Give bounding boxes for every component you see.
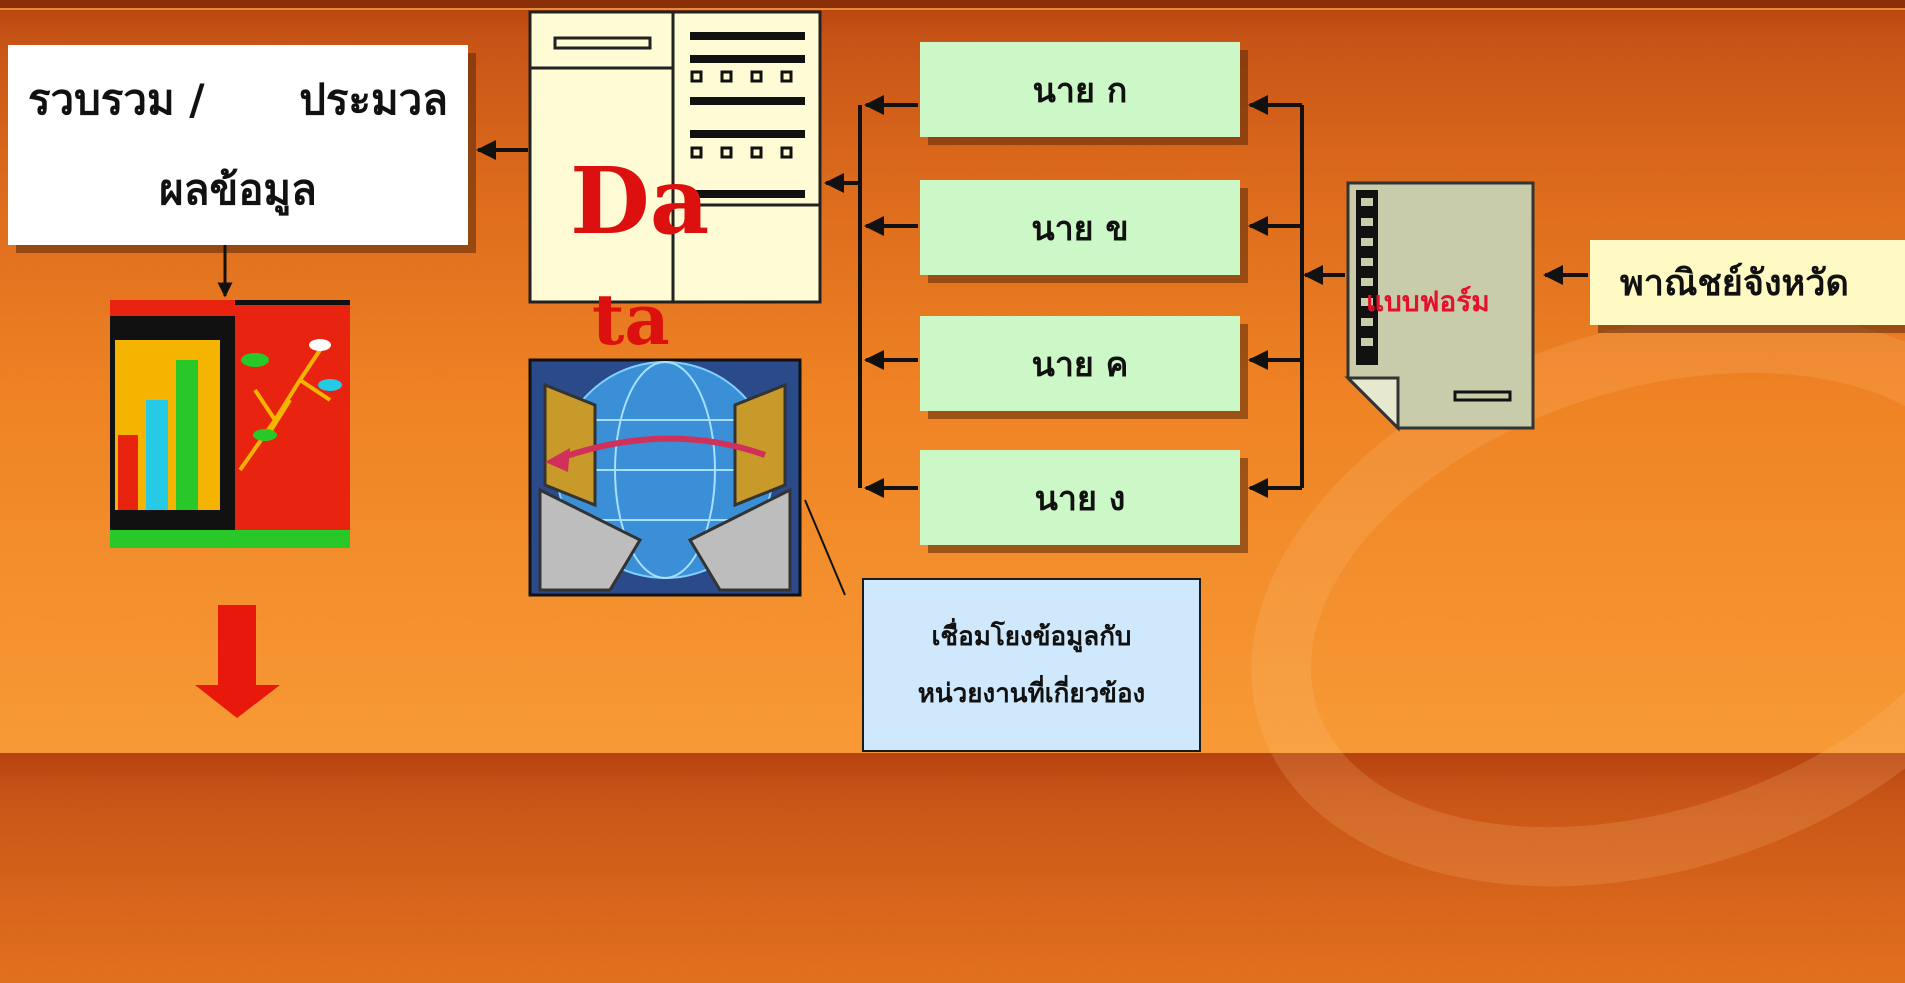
data-label-part1: Da <box>570 147 710 255</box>
data-link-line2: หน่วยงานที่เกี่ยวข้อง <box>917 679 1146 709</box>
form-document-icon <box>1344 181 1535 432</box>
person-box-2: นาย ข <box>920 180 1240 275</box>
process-label: ประมวล <box>299 75 448 124</box>
server-icon <box>528 10 822 304</box>
data-label-part2: ta <box>592 278 670 361</box>
collect-process-box: รวบรวม / ประมวล ผลข้อมูล <box>8 45 468 245</box>
down-arrow-icon <box>195 605 280 718</box>
diagram-graphics <box>110 10 1588 718</box>
provincial-commerce-box: พาณิชย์จังหวัด <box>1590 240 1905 325</box>
person-box-1: นาย ก <box>920 42 1240 137</box>
chart-icon <box>110 300 350 548</box>
network-computers-icon <box>528 358 802 597</box>
person-box-3: นาย ค <box>920 316 1240 411</box>
data-link-line1: เชื่อมโยงข้อมูลกับ <box>931 622 1132 652</box>
collect-label: รวบรวม / <box>28 75 205 124</box>
data-link-box: เชื่อมโยงข้อมูลกับ หน่วยงานที่เกี่ยวข้อง <box>862 578 1201 752</box>
results-label: ผลข้อมูล <box>159 165 317 214</box>
form-label: แบบฟอร์ม <box>1366 285 1490 318</box>
top-border <box>0 0 1905 10</box>
person-box-4: นาย ง <box>920 450 1240 545</box>
